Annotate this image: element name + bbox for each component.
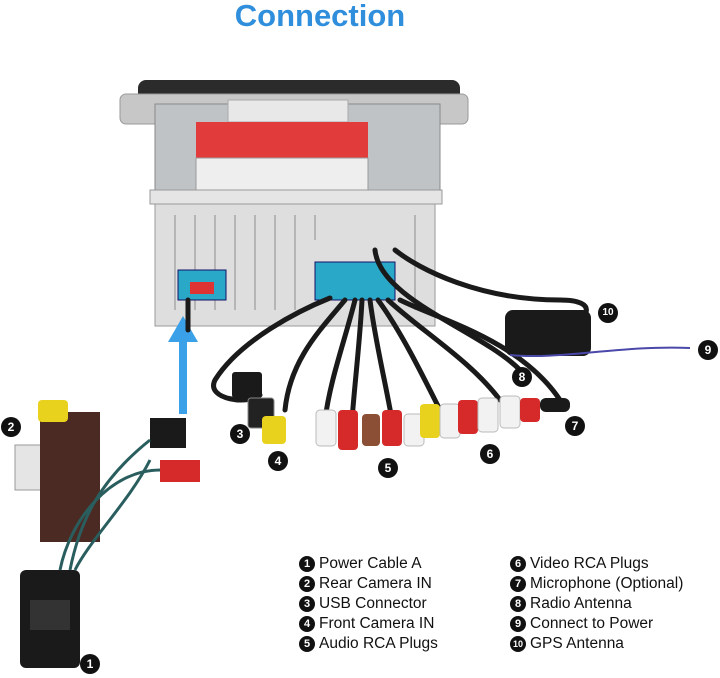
head-unit — [120, 80, 468, 326]
legend-number: 7 — [510, 576, 526, 592]
legend-label: GPS Antenna — [530, 634, 624, 654]
legend-number: 4 — [299, 616, 315, 632]
legend-label: Radio Antenna — [530, 594, 632, 614]
power-harness — [15, 400, 200, 668]
legend-label: USB Connector — [319, 594, 427, 614]
legend-label: Rear Camera IN — [319, 574, 432, 594]
legend-number: 2 — [299, 576, 315, 592]
callout-5: 5 — [378, 458, 398, 478]
legend-number: 6 — [510, 556, 526, 572]
legend-number: 9 — [510, 616, 526, 632]
callout-7: 7 — [565, 416, 585, 436]
usb-connector-shape — [232, 372, 262, 398]
legend-label: Front Camera IN — [319, 614, 434, 634]
callout-1: 1 — [80, 654, 100, 674]
legend-number: 5 — [299, 636, 315, 652]
rca-plugs — [262, 396, 570, 450]
legend-label: Audio RCA Plugs — [319, 634, 438, 654]
callout-6: 6 — [480, 444, 500, 464]
legend-number: 1 — [299, 556, 315, 572]
callout-10: 10 — [598, 303, 618, 323]
callout-3: 3 — [230, 424, 250, 444]
legend-label: Microphone (Optional) — [530, 574, 683, 594]
callout-9: 9 — [698, 340, 718, 360]
legend-label: Video RCA Plugs — [530, 554, 649, 574]
callout-2: 2 — [1, 417, 21, 437]
callout-8: 8 — [512, 367, 532, 387]
connector-arrow — [168, 316, 198, 414]
legend-number: 3 — [299, 596, 315, 612]
legend-label: Power Cable A — [319, 554, 422, 574]
legend-number: 10 — [510, 636, 526, 652]
callout-4: 4 — [268, 451, 288, 471]
gps-antenna — [505, 310, 591, 356]
legend-label: Connect to Power — [530, 614, 653, 634]
legend-number: 8 — [510, 596, 526, 612]
